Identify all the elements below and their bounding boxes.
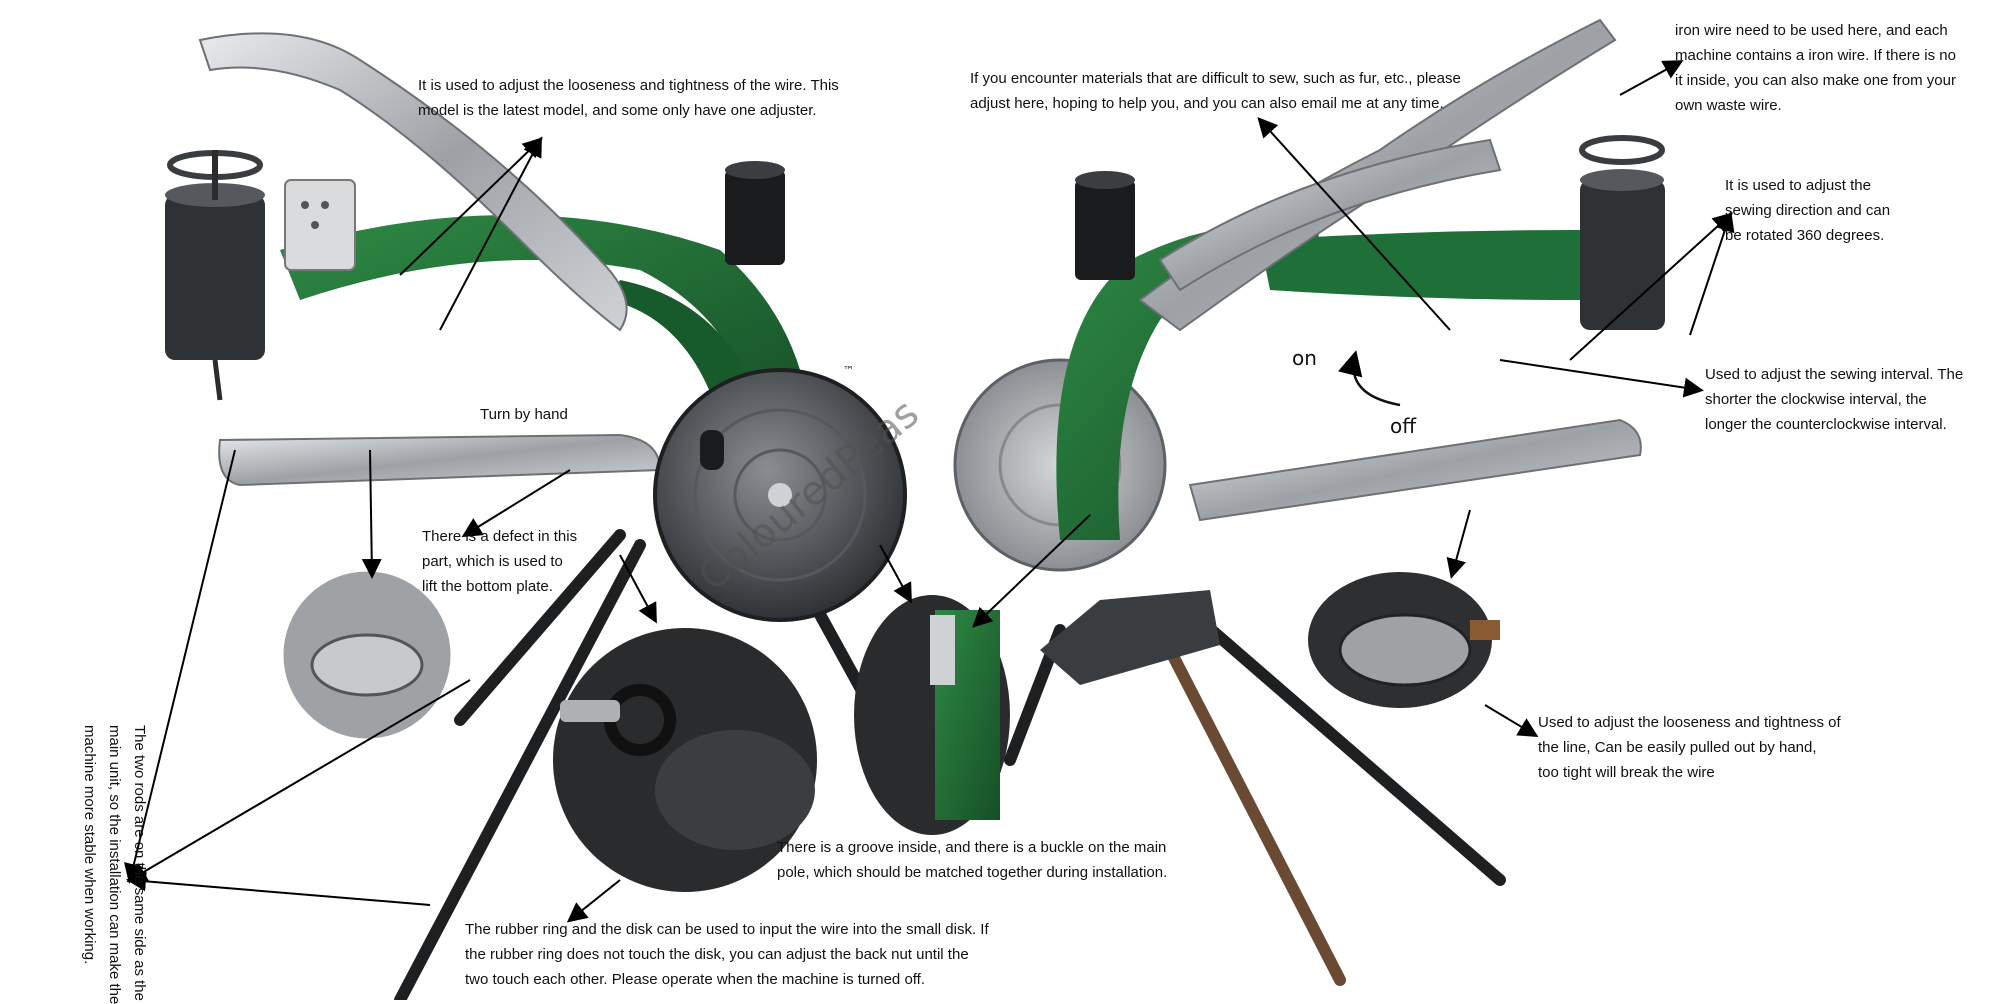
turn-by-hand-label: Turn by hand (480, 406, 568, 423)
annotation-iron-wire: iron wire need to be used here, and each… (1675, 22, 1956, 114)
annotation-defect: There is a defect in this part, which is… (422, 528, 578, 595)
annotation-wire-adjuster: It is used to adjust the looseness and t… (418, 77, 839, 119)
annotation-groove: There is a groove inside, and there is a… (777, 839, 1168, 881)
annotation-line-tension: Used to adjust the looseness and tightne… (1538, 714, 1841, 781)
annotation-rubber-ring: The rubber ring and the disk can be used… (465, 921, 989, 988)
detail-inset-bottom-plate (280, 568, 454, 742)
annotation-two-rods: The two rods are on the same side as the… (81, 725, 148, 1004)
annotation-sewing-interval: Used to adjust the sewing interval. The … (1705, 366, 1964, 433)
annotation-arrows (124, 60, 1735, 923)
right-machine (953, 18, 1665, 986)
annotation-difficult-materials: If you encounter materials that are diff… (970, 70, 1461, 112)
trademark-mark: ™ (843, 364, 854, 377)
off-label: off (1390, 414, 1417, 438)
on-label: on (1292, 346, 1317, 370)
annotation-sewing-direction: It is used to adjust the sewing directio… (1725, 177, 1891, 244)
detail-inset-line-tension (1308, 572, 1500, 708)
left-machine (165, 32, 907, 1000)
detail-inset-groove (854, 595, 1010, 835)
detail-inset-rubber-ring (553, 628, 817, 892)
